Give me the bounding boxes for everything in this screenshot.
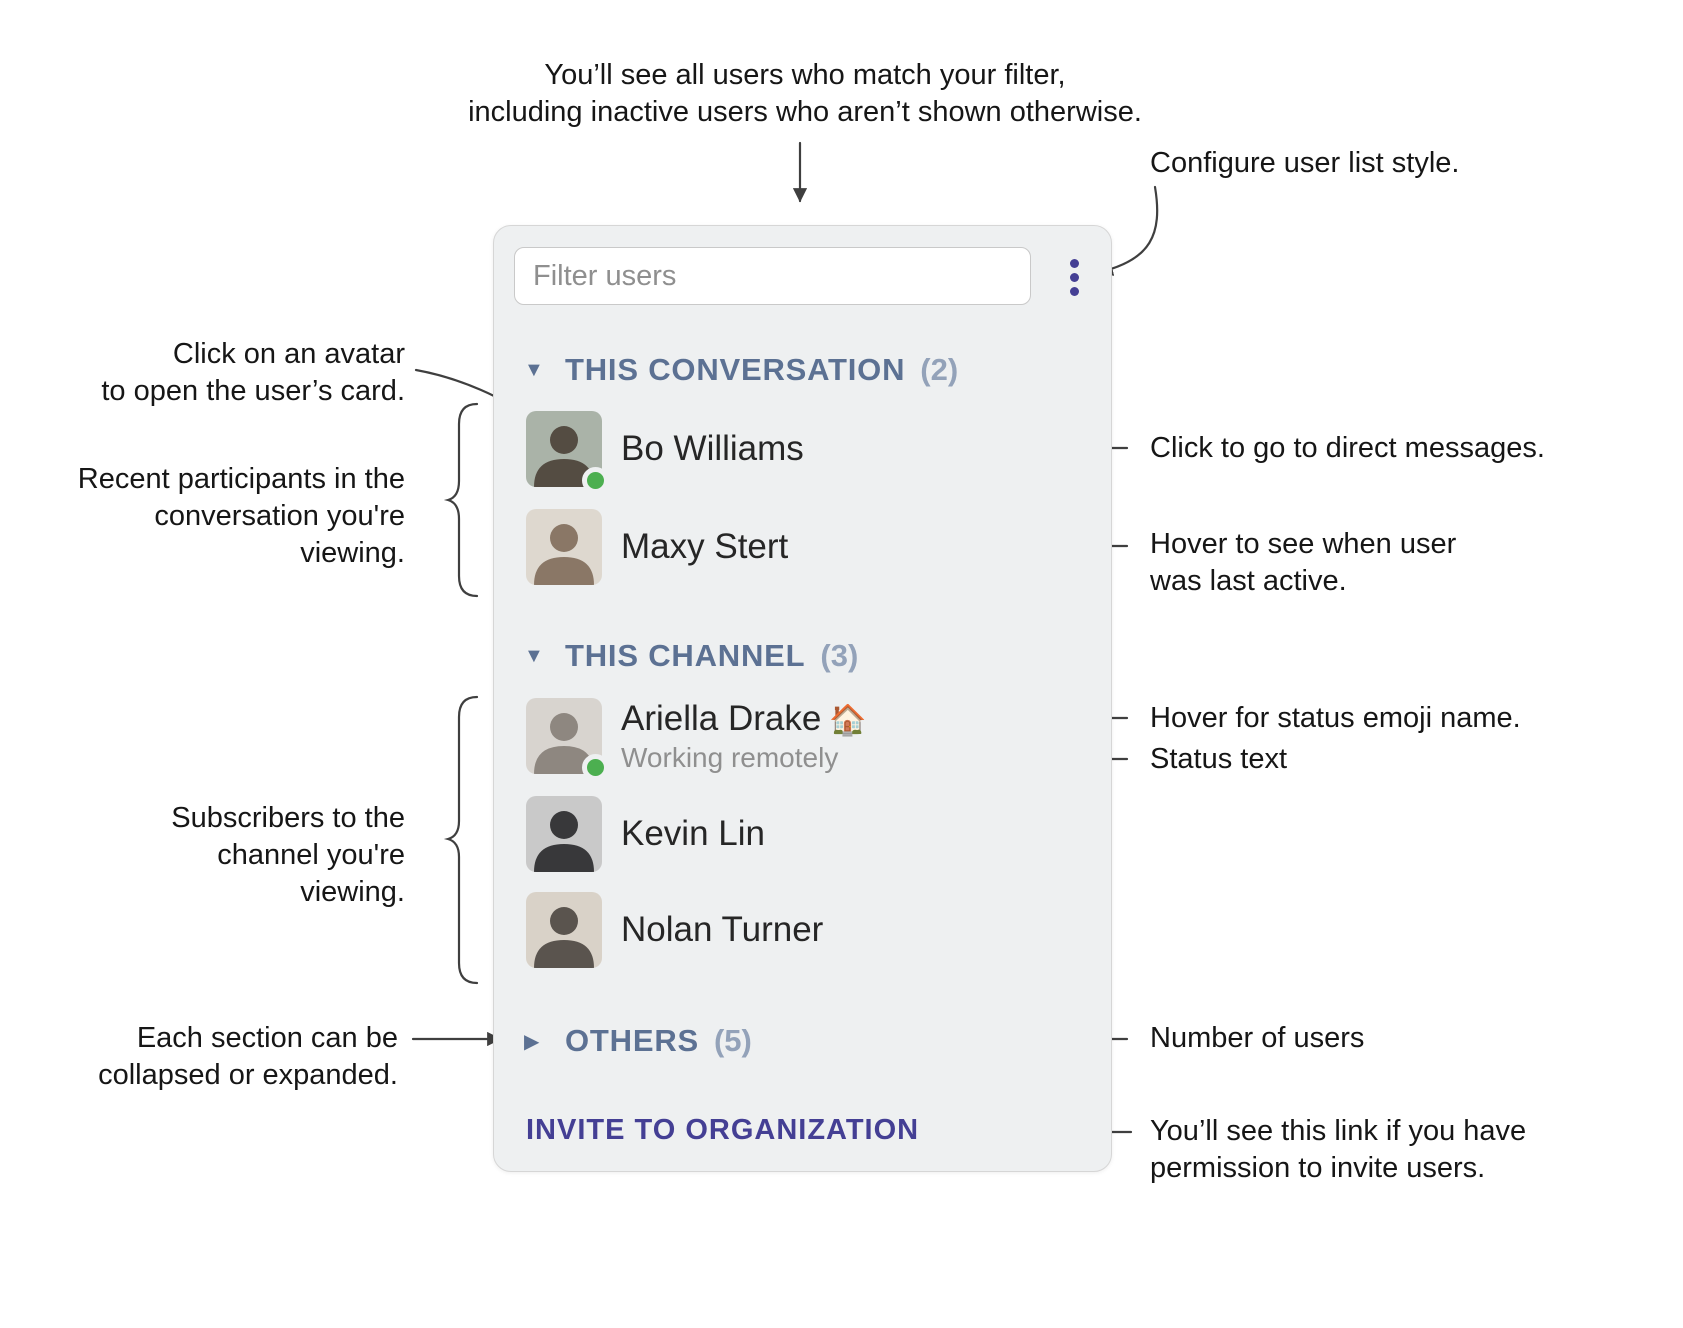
invite-to-organization-link[interactable]: INVITE TO ORGANIZATION: [526, 1114, 920, 1146]
annotation-avatar-note: Click on an avatar to open the user’s ca…: [101, 338, 405, 407]
avatar[interactable]: [526, 892, 602, 968]
user-name[interactable]: Bo Williams: [621, 429, 804, 468]
avatar[interactable]: [526, 698, 609, 781]
section-header-others[interactable]: ▶ OTHERS (5): [524, 1021, 752, 1061]
person-silhouette-icon: [526, 796, 602, 872]
online-presence-dot: [582, 467, 609, 494]
filter-users-input[interactable]: [514, 247, 1031, 305]
avatar[interactable]: [526, 411, 609, 494]
annotation-configure-note: Configure user list style.: [1150, 147, 1460, 179]
user-name[interactable]: Maxy Stert: [621, 527, 789, 566]
annotation-sections-note: Each section can be collapsed or expande…: [98, 1022, 398, 1091]
brace-recent-participants: [443, 402, 479, 598]
annotation-last-active-note: Hover to see when user was last active.: [1150, 528, 1457, 597]
annotation-subscribers-note: Subscribers to the channel you're viewin…: [171, 802, 405, 908]
person-silhouette-icon: [526, 509, 602, 585]
section-label: THIS CONVERSATION: [565, 352, 906, 387]
annotation-emoji-note: Hover for status emoji name.: [1150, 702, 1521, 734]
brace-subscribers: [443, 695, 479, 985]
user-row-maxy-stert[interactable]: Maxy Stert: [526, 509, 788, 585]
user-row-nolan-turner[interactable]: Nolan Turner: [526, 892, 823, 968]
annotation-filter-note: You’ll see all users who match your filt…: [468, 59, 1142, 128]
section-count: (2): [920, 352, 959, 387]
user-name[interactable]: Kevin Lin: [621, 814, 765, 853]
user-name[interactable]: Nolan Turner: [621, 910, 824, 949]
status-emoji[interactable]: 🏠: [829, 703, 867, 737]
user-name[interactable]: Ariella Drake: [621, 698, 822, 738]
user-row-ariella-drake[interactable]: Ariella Drake🏠 Working remotely: [526, 698, 867, 781]
chevron-down-icon: ▼: [524, 358, 544, 381]
avatar[interactable]: [526, 509, 602, 585]
annotation-status-note: Status text: [1150, 743, 1288, 775]
chevron-right-icon: ▶: [524, 1030, 540, 1053]
section-count: (5): [713, 1023, 752, 1058]
user-row-kevin-lin[interactable]: Kevin Lin: [526, 796, 765, 872]
avatar[interactable]: [526, 796, 602, 872]
user-list-menu-icon[interactable]: [1058, 253, 1090, 301]
online-presence-dot: [582, 754, 609, 781]
section-label: THIS CHANNEL: [565, 638, 806, 673]
annotation-invite-note: You’ll see this link if you have permiss…: [1150, 1115, 1527, 1184]
section-header-this-conversation[interactable]: ▼ THIS CONVERSATION (2): [524, 350, 958, 390]
annotation-recent-note: Recent participants in the conversation …: [77, 463, 405, 569]
section-header-this-channel[interactable]: ▼ THIS CHANNEL (3): [524, 636, 858, 676]
user-row-bo-williams[interactable]: Bo Williams: [526, 411, 804, 494]
user-list-panel: ▼ THIS CONVERSATION (2) Bo Williams: [493, 225, 1112, 1172]
chevron-down-icon: ▼: [524, 644, 544, 667]
section-label: OTHERS: [565, 1023, 699, 1058]
person-silhouette-icon: [526, 892, 602, 968]
annotation-dm-note: Click to go to direct messages.: [1150, 432, 1545, 464]
status-text: Working remotely: [621, 741, 839, 773]
section-count: (3): [820, 638, 859, 673]
annotation-count-note: Number of users: [1150, 1022, 1365, 1054]
